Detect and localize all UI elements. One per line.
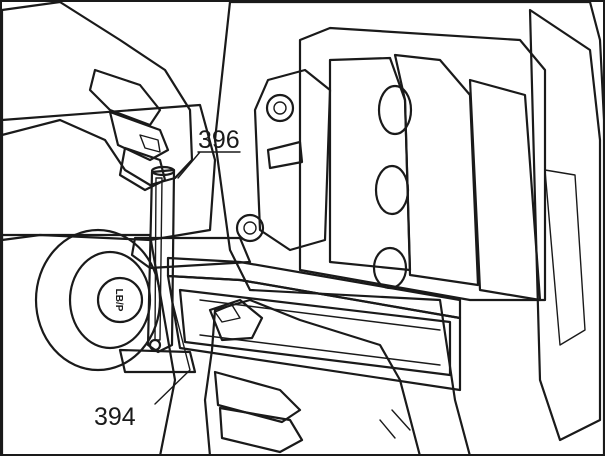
- screw-top-inner: [273, 101, 287, 115]
- clip: [266, 140, 304, 170]
- screw-bottom-inner: [243, 221, 257, 235]
- upper-hand-finger-3: [118, 146, 167, 192]
- blue-rail-body: [166, 274, 462, 392]
- blue-rail-edge: [199, 299, 441, 366]
- left-housing: [0, 103, 217, 242]
- lower-hand-finger-b: [218, 406, 304, 454]
- metal-pin: [146, 168, 176, 354]
- screw-bottom: [235, 213, 265, 243]
- callout-leader-394: [154, 299, 191, 405]
- caliper-bracket: [253, 68, 332, 252]
- upper-hand-finger-2: [108, 110, 170, 162]
- upper-hand-nail: [139, 134, 161, 153]
- upper-hand-finger-1: [88, 68, 162, 127]
- callout-leader-396: [177, 151, 241, 179]
- pin-bracket: [130, 236, 252, 270]
- metal-pin-highlight: [154, 177, 163, 341]
- connector-label: LB/P: [113, 289, 124, 312]
- screw-top: [265, 93, 295, 123]
- lower-hand-finger-a: [213, 370, 302, 424]
- brake-plate-middle: [393, 53, 480, 287]
- inner-frame: [298, 26, 547, 302]
- lower-hand-creases: [379, 409, 411, 439]
- callout-label-396: 396: [198, 126, 240, 154]
- bump-2: [374, 164, 410, 216]
- brake-plate-right: [468, 78, 542, 302]
- grey-label-face: [178, 288, 452, 377]
- pin-base: [118, 348, 197, 374]
- lower-hand: [203, 298, 422, 456]
- lower-hand-nail: [214, 304, 241, 323]
- housing-right-slot: [544, 169, 586, 346]
- upper-hand: [0, 0, 194, 187]
- callout-label-394: 394: [94, 403, 136, 431]
- lower-hand-thumb: [208, 298, 264, 342]
- bump-1: [377, 84, 413, 136]
- left-lower-housing: [0, 233, 177, 456]
- housing-body: [213, 0, 605, 456]
- connector-socket: [96, 276, 144, 324]
